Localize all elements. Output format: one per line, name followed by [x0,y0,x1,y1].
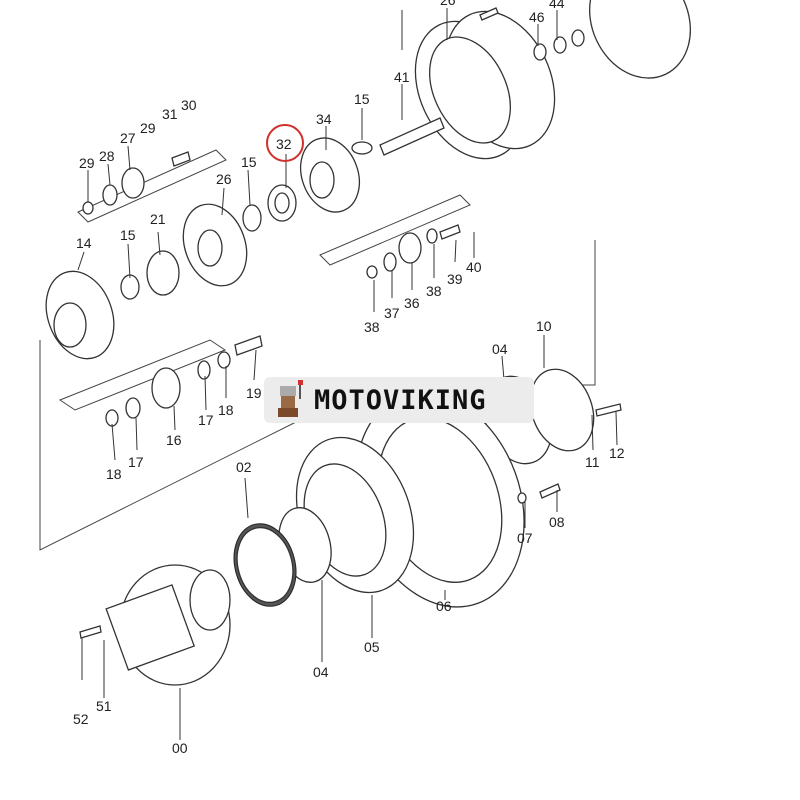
part-label[interactable]: 34 [316,111,332,127]
part-label[interactable]: 32 [276,136,292,152]
part-label[interactable]: 19 [246,385,262,401]
subassembly-frame-upper [77,149,227,223]
part-number-labels: 26 46 44 41 15 34 32 31 30 29 27 29 28 2… [73,0,625,756]
part-label[interactable]: 17 [198,412,214,428]
part-label[interactable]: 38 [364,319,380,335]
part-label[interactable]: 36 [404,295,420,311]
part-label[interactable]: 46 [529,9,545,25]
part-label[interactable]: 10 [536,318,552,334]
part-label[interactable]: 31 [162,106,178,122]
brand-watermark: MOTOVIKING [264,377,534,423]
part-label[interactable]: 40 [466,259,482,275]
part-label[interactable]: 51 [96,698,112,714]
part-label[interactable]: 08 [549,514,565,530]
viking-mascot-icon [272,380,306,420]
part-label[interactable]: 39 [447,271,463,287]
part-label[interactable]: 41 [394,69,410,85]
shaft [379,117,445,156]
part-label[interactable]: 12 [609,445,625,461]
subassembly-frame-planet2 [319,194,471,266]
leader-lines [77,8,618,740]
part-label[interactable]: 17 [128,454,144,470]
part-label[interactable]: 15 [120,227,136,243]
part-label[interactable]: 07 [517,530,533,546]
part-label[interactable]: 00 [172,740,188,756]
part-label[interactable]: 18 [106,466,122,482]
part-label[interactable]: 18 [218,402,234,418]
part-label[interactable]: 29 [79,155,95,171]
part-label[interactable]: 37 [384,305,400,321]
highlight-circle [266,124,304,162]
part-label[interactable]: 16 [166,432,182,448]
part-label[interactable]: 29 [140,120,156,136]
part-label[interactable]: 30 [181,97,197,113]
part-label[interactable]: 21 [150,211,166,227]
part-label[interactable]: 44 [549,0,565,11]
part-label[interactable]: 06 [436,598,452,614]
part-label[interactable]: 04 [492,341,508,357]
part-label[interactable]: 15 [241,154,257,170]
part-label[interactable]: 14 [76,235,92,251]
part-label[interactable]: 15 [354,91,370,107]
part-label[interactable]: 26 [440,0,456,8]
part-label[interactable]: 26 [216,171,232,187]
part-label[interactable]: 38 [426,283,442,299]
part-label[interactable]: 05 [364,639,380,655]
part-label[interactable]: 28 [99,148,115,164]
part-label[interactable]: 02 [236,459,252,475]
part-label[interactable]: 11 [585,454,600,470]
part-label[interactable]: 52 [73,711,89,727]
subassembly-frame-planet1 [58,339,227,411]
part-label[interactable]: 04 [313,664,329,680]
brand-name: MOTOVIKING [314,384,487,416]
part-label[interactable]: 27 [120,130,136,146]
